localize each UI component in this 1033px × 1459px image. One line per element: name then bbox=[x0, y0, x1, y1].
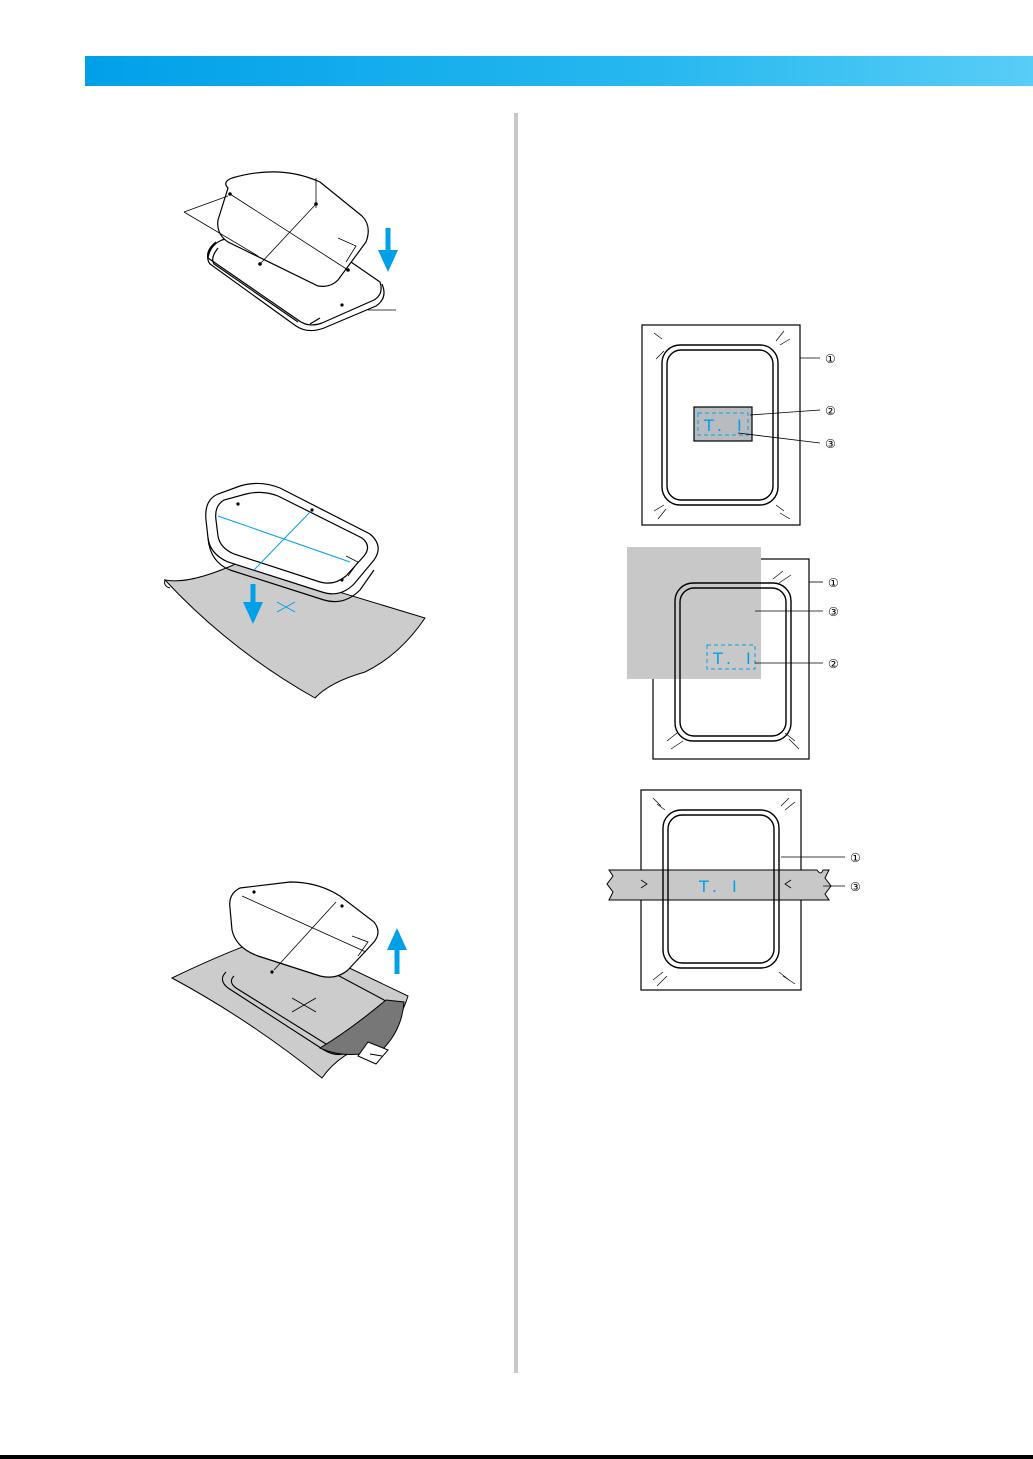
initials-text: T. I bbox=[698, 877, 742, 896]
section-header-bar bbox=[85, 56, 1033, 86]
initials-text: T. I bbox=[703, 416, 747, 435]
callout-3: ③ bbox=[828, 605, 839, 619]
callout-2: ② bbox=[828, 657, 839, 671]
diagram-corner-fabric: T. I ① ③ ② bbox=[625, 545, 855, 765]
callout-3: ③ bbox=[850, 880, 861, 894]
down-arrow-icon bbox=[378, 228, 398, 272]
diagram-narrow-fabric: T. I ① ③ bbox=[605, 788, 875, 993]
callout-1: ① bbox=[825, 352, 836, 366]
page-bottom-rule bbox=[0, 1455, 1033, 1459]
figure-sheet-on-hoop bbox=[170, 160, 410, 345]
figure-remove-sheet bbox=[170, 860, 420, 1080]
up-arrow-icon bbox=[387, 928, 407, 974]
figure-hoop-on-fabric bbox=[160, 480, 430, 700]
callout-3: ③ bbox=[825, 437, 836, 451]
initials-text: T. I bbox=[712, 649, 756, 668]
column-divider bbox=[514, 113, 518, 1373]
diagram-small-fabric: T. I ① ② ③ bbox=[640, 323, 870, 528]
callout-1: ① bbox=[850, 851, 861, 865]
callout-2: ② bbox=[825, 404, 836, 418]
callout-1: ① bbox=[828, 576, 839, 590]
